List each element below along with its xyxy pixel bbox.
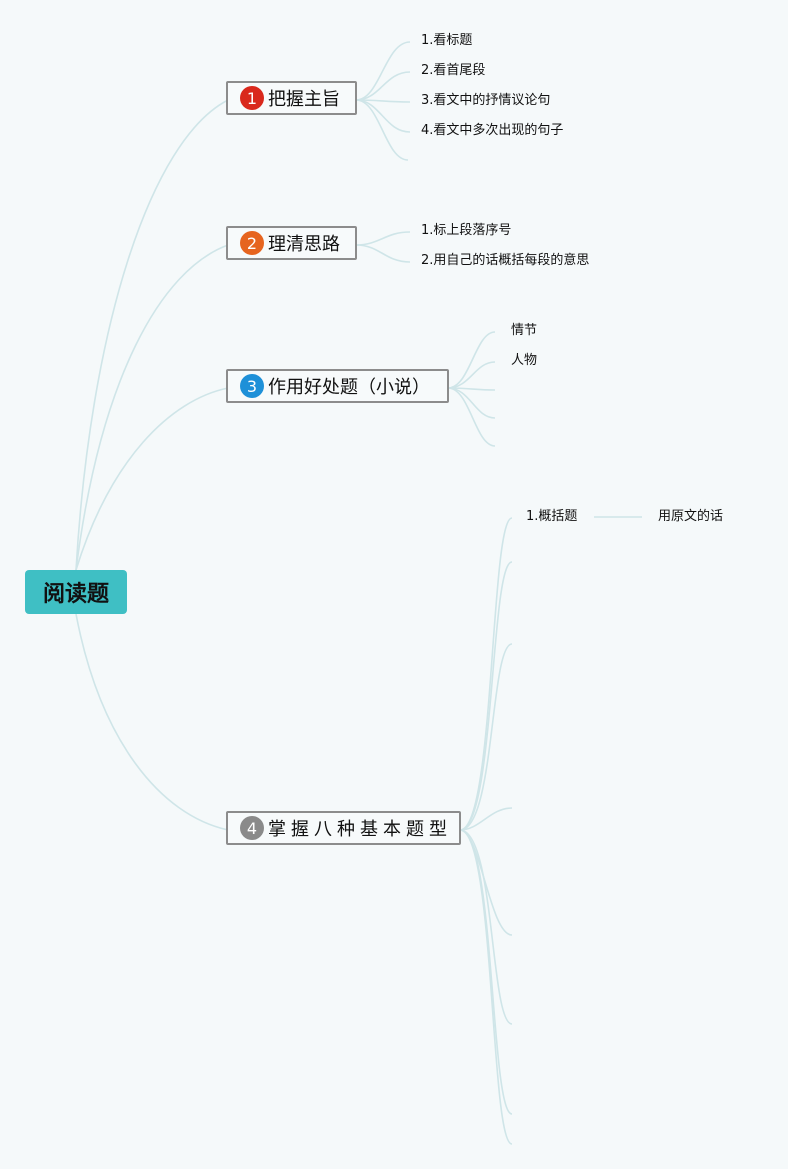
connector-b2-c1 bbox=[355, 231, 411, 246]
connector-b4-c6 bbox=[459, 829, 513, 1025]
leaf-node[interactable]: 1.看标题 bbox=[421, 33, 473, 48]
connector-root-branch-4 bbox=[75, 613, 229, 831]
connector-b4-c7 bbox=[459, 829, 513, 1115]
connector-b4-c8 bbox=[459, 829, 513, 1145]
leaf-node[interactable]: 3.看文中的抒情议论句 bbox=[421, 93, 551, 108]
number-badge-1-icon: 1 bbox=[240, 86, 264, 110]
number-badge-2-icon: 2 bbox=[240, 231, 264, 255]
connector-b4-c4 bbox=[459, 807, 513, 831]
leaf-node[interactable]: 1.标上段落序号 bbox=[421, 223, 512, 238]
connector-b4-c3 bbox=[459, 643, 513, 831]
leaf-node[interactable]: 用原文的话 bbox=[658, 509, 724, 524]
connector-b2-c2 bbox=[355, 244, 411, 263]
root-label: 阅读题 bbox=[42, 582, 109, 607]
branch-node-1[interactable]: 1 把握主旨 bbox=[226, 81, 357, 115]
leaf-node[interactable]: 人物 bbox=[511, 353, 538, 368]
root-node[interactable]: 阅读题 bbox=[25, 570, 127, 614]
leaf-node[interactable]: 2.看首尾段 bbox=[421, 63, 486, 78]
number-badge-4-icon: 4 bbox=[240, 816, 264, 840]
branch-label-3: 作用好处题（小说） bbox=[268, 377, 430, 398]
connector-root-branch-3 bbox=[75, 387, 229, 571]
connector-root-branch-2 bbox=[75, 244, 229, 571]
connector-b4-c2 bbox=[459, 561, 513, 831]
connector-b1-c2 bbox=[355, 71, 411, 101]
connector-b1-c4 bbox=[355, 99, 411, 133]
connector-b4-c1 bbox=[459, 517, 513, 831]
connector-b3-c5 bbox=[447, 387, 496, 447]
branch-node-2[interactable]: 2 理清思路 bbox=[226, 226, 357, 260]
connector-b1-c5 bbox=[355, 99, 409, 161]
leaf-node[interactable]: 2.用自己的话概括每段的意思 bbox=[421, 253, 590, 268]
number-badge-3-icon: 3 bbox=[240, 374, 264, 398]
branch-node-3[interactable]: 3 作用好处题（小说） bbox=[226, 369, 449, 403]
branch-label-2: 理清思路 bbox=[268, 234, 340, 255]
leaf-node[interactable]: 4.看文中多次出现的句子 bbox=[421, 123, 564, 138]
connector-b1-c1 bbox=[355, 41, 411, 101]
branch-node-4[interactable]: 4 掌握八种基本题型 bbox=[226, 811, 461, 845]
connector-root-branch-1 bbox=[75, 99, 229, 571]
leaf-node[interactable]: 1.概括题 bbox=[526, 509, 578, 524]
branch-label-4: 掌握八种基本题型 bbox=[268, 819, 452, 840]
connector-b3-c1 bbox=[447, 331, 496, 389]
branch-label-1: 把握主旨 bbox=[268, 89, 340, 110]
connector-b3-c2 bbox=[447, 361, 496, 389]
leaf-node[interactable]: 情节 bbox=[511, 323, 538, 338]
